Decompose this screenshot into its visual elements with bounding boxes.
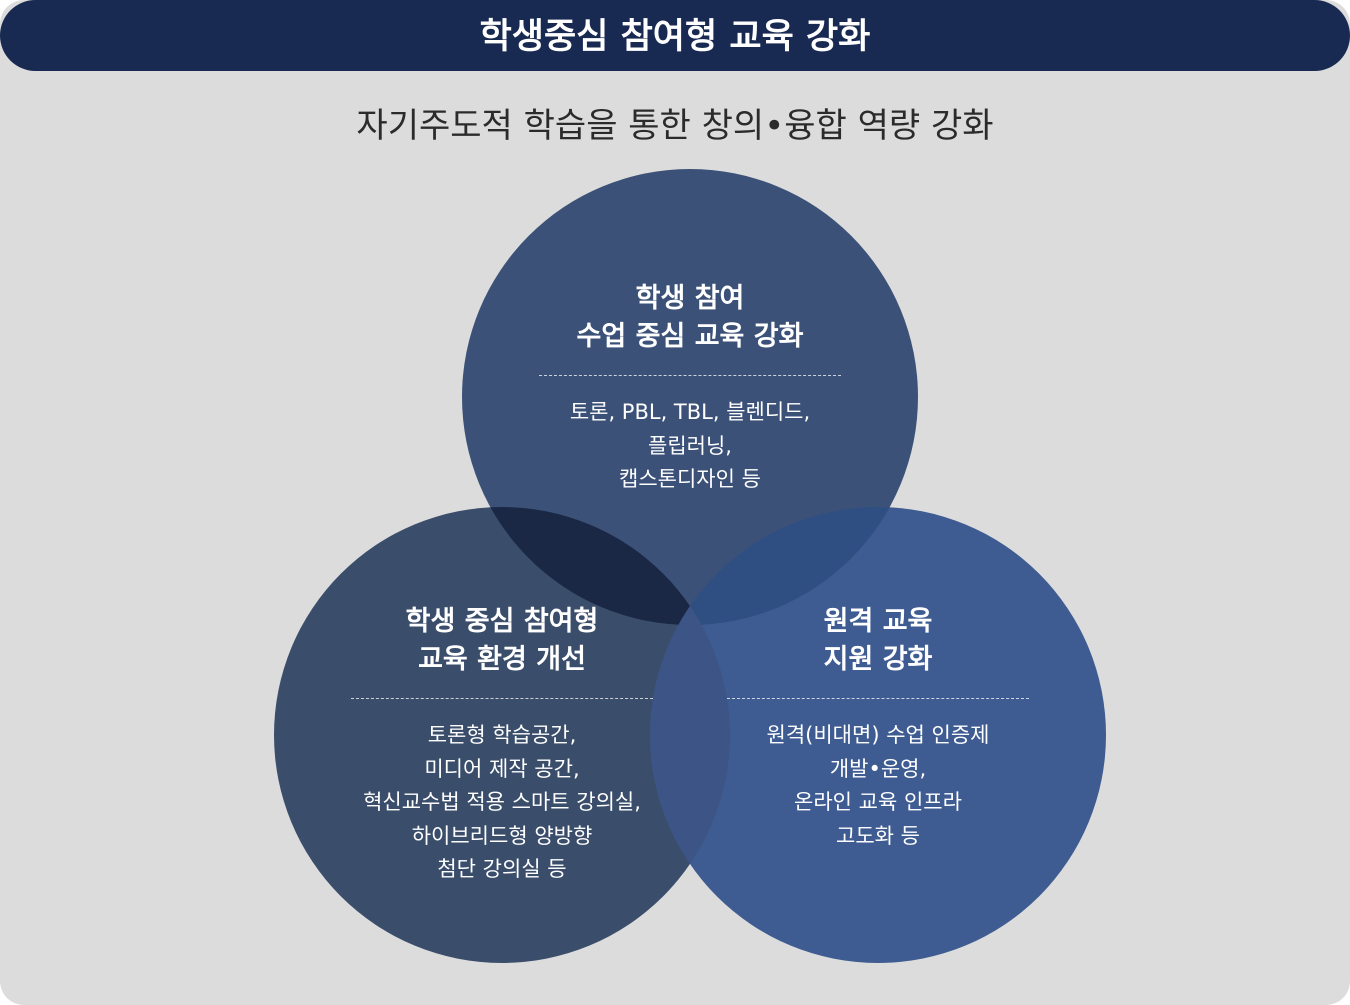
circle-left-items: 토론형 학습공간, 미디어 제작 공간, 혁신교수법 적용 스마트 강의실, 하… xyxy=(302,719,702,887)
circle-top-divider xyxy=(539,375,841,376)
circle-top xyxy=(462,169,918,625)
circle-left-heading-line: 교육 환경 개선 xyxy=(418,644,586,675)
circle-top-heading: 학생 참여 수업 중심 교육 강화 xyxy=(490,280,890,356)
circle-right-heading: 원격 교육 지원 강화 xyxy=(678,603,1078,679)
circle-left-item: 하이브리드형 양방향 xyxy=(411,823,593,848)
diagram-title: 학생중심 참여형 교육 강화 xyxy=(479,17,871,57)
circle-right-heading-line: 지원 강화 xyxy=(823,644,933,675)
circle-left xyxy=(274,507,730,963)
circle-top-label: 학생 참여 수업 중심 교육 강화 토론, PBL, TBL, 블렌디드, 플립… xyxy=(490,280,890,497)
circle-top-item: 캡스톤디자인 등 xyxy=(619,467,761,491)
circle-right-item: 온라인 교육 인프라 xyxy=(794,790,962,814)
circle-left-heading: 학생 중심 참여형 교육 환경 개선 xyxy=(302,603,702,679)
diagram-subtitle: 자기주도적 학습을 통한 창의•융합 역량 강화 xyxy=(356,106,994,146)
circle-right-item: 개발•운영, xyxy=(829,756,927,781)
circle-right-divider xyxy=(727,698,1029,699)
circle-left-item: 첨단 강의실 등 xyxy=(437,857,567,881)
circle-right-item: 고도화 등 xyxy=(836,823,920,848)
circle-right-items: 원격(비대면) 수업 인증제 개발•운영, 온라인 교육 인프라 고도화 등 xyxy=(678,719,1078,853)
circle-top-item: 플립러닝, xyxy=(648,433,732,458)
circle-left-divider xyxy=(351,698,653,699)
circle-top-heading-line: 학생 참여 xyxy=(635,283,745,314)
circle-top-heading-line: 수업 중심 교육 강화 xyxy=(576,321,804,352)
circle-right-item: 원격(비대면) 수업 인증제 xyxy=(766,723,990,747)
circle-top-item: 토론, PBL, TBL, 블렌디드, xyxy=(569,400,811,424)
circle-right-heading-line: 원격 교육 xyxy=(823,606,933,637)
circle-top-items: 토론, PBL, TBL, 블렌디드, 플립러닝, 캡스톤디자인 등 xyxy=(490,396,890,497)
circle-left-item: 혁신교수법 적용 스마트 강의실, xyxy=(363,790,641,814)
circle-left-label: 학생 중심 참여형 교육 환경 개선 토론형 학습공간, 미디어 제작 공간, … xyxy=(302,603,702,887)
title-bar: 학생중심 참여형 교육 강화 xyxy=(0,0,1350,71)
circle-left-item: 토론형 학습공간, xyxy=(427,723,577,747)
circle-left-item: 미디어 제작 공간, xyxy=(424,756,580,781)
circle-left-heading-line: 학생 중심 참여형 xyxy=(405,606,599,637)
circle-right xyxy=(650,507,1106,963)
circle-right-label: 원격 교육 지원 강화 원격(비대면) 수업 인증제 개발•운영, 온라인 교육… xyxy=(678,603,1078,853)
